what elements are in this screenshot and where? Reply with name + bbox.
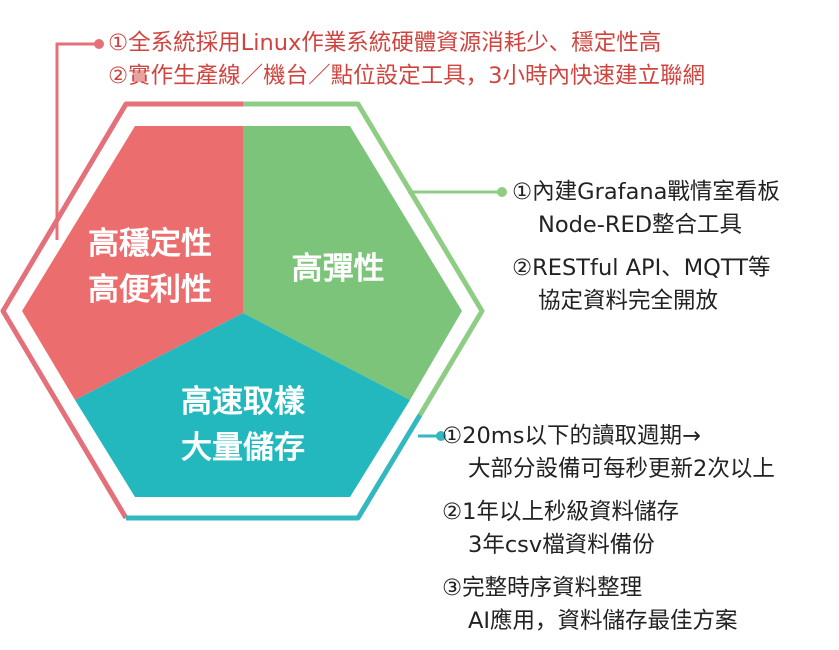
connector-top-dot	[94, 39, 104, 49]
segment-teal	[75, 313, 410, 497]
note-middle-item-2-line-2: 協定資料完全開放	[538, 288, 719, 314]
note-bottom-item-3-line-2: AI應用，資料儲存最佳方案	[468, 608, 738, 634]
segment-red	[22, 126, 243, 400]
note-middle-item-2-line-1: ②RESTful API、MQTT等	[512, 255, 771, 281]
note-middle-item-1-line-1: ①內建Grafana戰情室看板	[512, 179, 780, 205]
note-bottom-item-1-line-1: ①20ms以下的讀取週期→	[442, 423, 701, 449]
connector-bottom-dot	[436, 431, 446, 441]
note-bottom-item-3-line-1: ③完整時序資料整理	[442, 575, 643, 601]
note-top: ①全系統採用Linux作業系統硬體資源消耗少、穩定性高 ②實作生產線／機台／點位…	[108, 27, 705, 93]
segment-green-label: 高彈性	[292, 251, 385, 287]
connector-middle-dot	[497, 187, 507, 197]
segment-red-label-2: 高便利性	[88, 272, 212, 308]
connector-top	[55, 42, 98, 240]
note-bottom-item-2-line-1: ②1年以上秒級資料儲存	[442, 499, 679, 525]
segment-teal-label-1: 高速取樣	[181, 384, 306, 420]
note-bottom-item-2-line-2: 3年csv檔資料備份	[468, 532, 655, 558]
segment-green	[243, 126, 462, 400]
note-bottom: ①20ms以下的讀取週期→ 大部分設備可每秒更新2次以上 ②1年以上秒級資料儲存…	[442, 420, 775, 638]
note-top-item-2: ②實作生產線／機台／點位設定工具，3小時內快速建立聯網	[108, 63, 705, 89]
outer-frame-green	[243, 101, 485, 417]
note-middle: ①內建Grafana戰情室看板 Node-RED整合工具 ②RESTful AP…	[512, 176, 780, 318]
segment-teal-label-2: 大量儲存	[181, 430, 305, 466]
outer-frame-teal	[126, 413, 423, 521]
segment-red-label-1: 高穩定性	[88, 226, 212, 262]
note-top-item-1: ①全系統採用Linux作業系統硬體資源消耗少、穩定性高	[108, 30, 662, 56]
note-middle-item-1-line-2: Node-RED整合工具	[538, 212, 743, 238]
note-bottom-item-1-line-2: 大部分設備可每秒更新2次以上	[468, 456, 775, 482]
outer-frame-red	[0, 101, 243, 520]
